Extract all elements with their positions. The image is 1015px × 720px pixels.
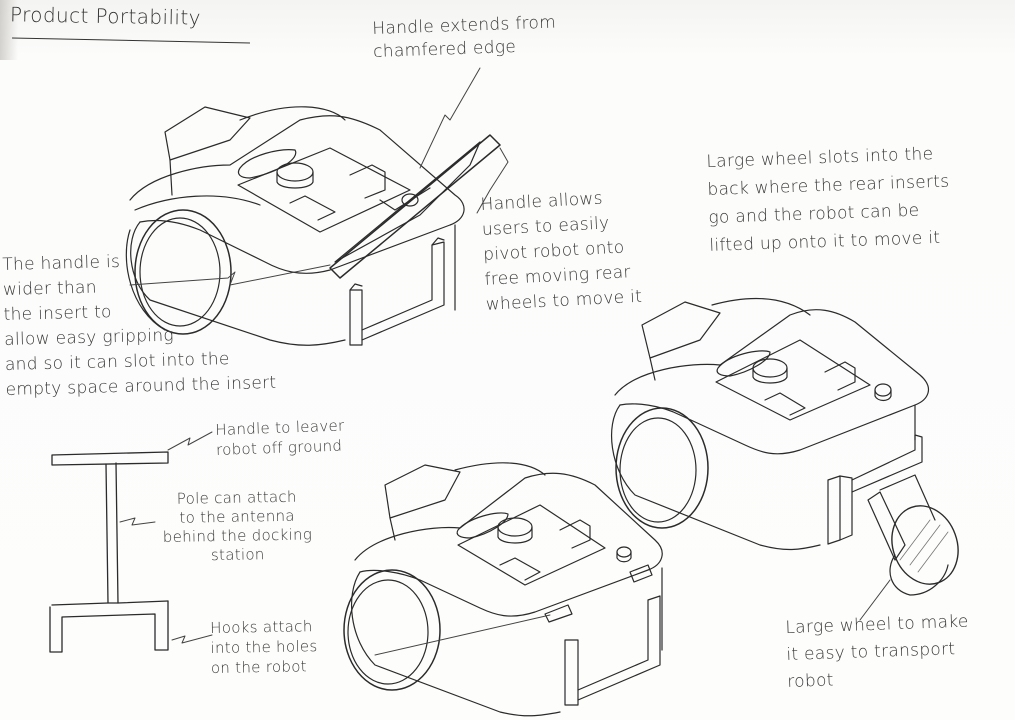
robot-with-holes [343,462,663,717]
annotation-handle-allows: Handle allows users to easily pivot robo… [480,188,643,315]
annotation-handle-to-leaver: Handle to leaver robot off ground [215,416,345,459]
paper-corner-shadow [0,0,18,60]
robot-with-folding-handle [125,106,501,346]
robot-with-rear-wheel [610,297,959,596]
annotation-large-wheel-slots: Large wheel slots into the back where th… [706,144,950,256]
annotation-pole-attach: Pole can attach to the antenna behind th… [162,487,313,565]
annotation-hooks-attach: Hooks attach into the holes on the robot [210,617,318,677]
annotation-handle-extends: Handle extends from chamfered edge [372,12,557,62]
lever-pole [49,451,169,653]
annotation-large-wheel-transport: Large wheel to make it easy to transport… [785,611,969,692]
leader-lines [119,67,891,656]
annotation-handle-wider: The handle is wider than the insert to a… [2,251,277,400]
